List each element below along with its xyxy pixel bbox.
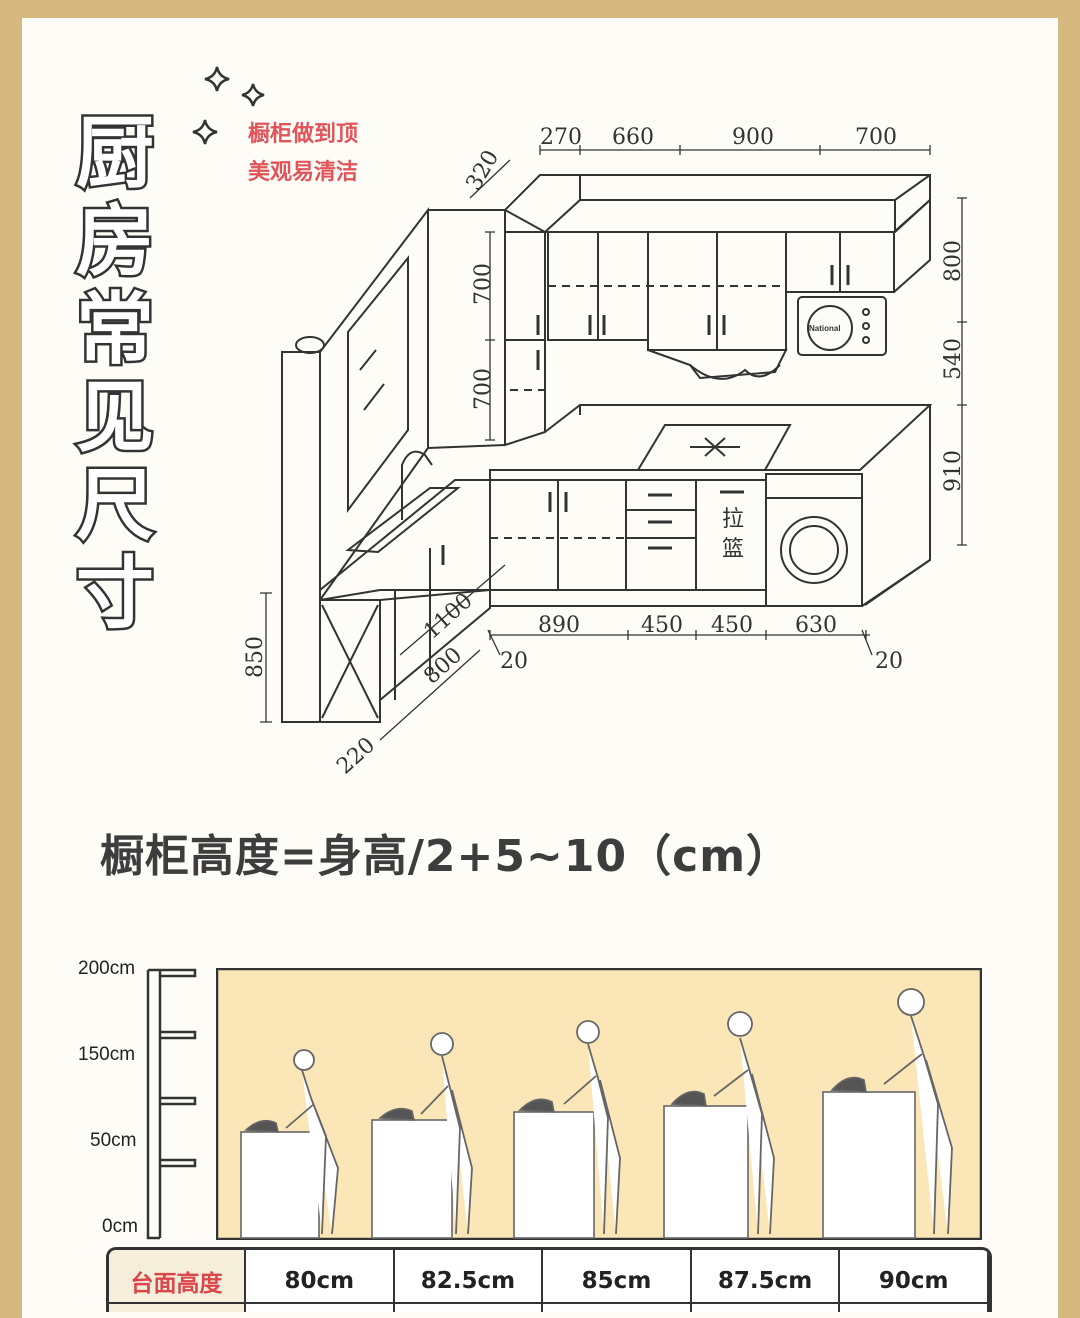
title-char: 房 [73, 196, 156, 289]
table-cell: 82.5cm [395, 1250, 544, 1312]
dim-630: 630 [795, 613, 837, 638]
counter-90 [822, 1091, 916, 1239]
table-cell: 90cm [840, 1250, 989, 1312]
dim-450-a: 450 [641, 613, 683, 638]
sparkle-icon [241, 83, 265, 107]
title-char: 寸 [73, 548, 156, 641]
vertical-title: 厨 房 常 见 尺 寸 [60, 108, 170, 641]
table-cell: 80cm [246, 1250, 395, 1312]
dim-700-upper: 700 [471, 263, 496, 305]
dim-20-right: 20 [875, 649, 903, 674]
note-line-2: 美观易清洁 [248, 160, 359, 185]
table-header-cell: 台面高度 [109, 1250, 246, 1312]
dim-850: 850 [243, 636, 268, 678]
table-cell: 87.5cm [692, 1250, 841, 1312]
drawer-label-2: 篮 [722, 537, 744, 562]
microwave-brand: National [809, 324, 841, 333]
kitchen-diagram: 270 660 900 700 320 800 540 910 700 700 … [243, 125, 967, 779]
sparkle-icon [204, 66, 230, 92]
dim-910: 910 [941, 450, 966, 492]
title-char: 见 [73, 372, 156, 465]
sparkle-icon [192, 119, 218, 145]
dim-800: 800 [941, 240, 966, 282]
drawer-label-1: 拉 [722, 507, 744, 532]
title-char: 厨 [73, 108, 156, 201]
counter-85 [513, 1111, 595, 1239]
sparkle-icons [192, 66, 265, 145]
axis-label-150: 150cm [78, 1044, 136, 1065]
axis-label-50: 50cm [90, 1130, 137, 1151]
dim-660: 660 [612, 125, 654, 150]
table-row-divider [109, 1302, 989, 1304]
dim-900: 900 [732, 125, 774, 150]
axis-label-200: 200cm [78, 958, 136, 979]
dim-700-top: 700 [855, 125, 897, 150]
note-line-1: 橱柜做到顶 [248, 122, 359, 147]
title-char: 常 [73, 284, 156, 377]
counter-82-5 [371, 1119, 453, 1239]
title-char: 尺 [73, 460, 156, 553]
counter-87-5 [663, 1105, 749, 1239]
cabinet-height-formula: 橱柜高度=身高/2+5~10（cm） [100, 831, 792, 882]
counter-80 [240, 1131, 320, 1239]
dim-890: 890 [538, 613, 580, 638]
dim-540: 540 [941, 338, 966, 380]
axis-label-0: 0cm [102, 1216, 138, 1237]
counter-height-table: 台面高度 80cm 82.5cm 85cm 87.5cm 90cm [106, 1247, 992, 1312]
dim-270: 270 [540, 125, 582, 150]
dim-700-lower: 700 [471, 368, 496, 410]
dim-450-b: 450 [711, 613, 753, 638]
table-cell: 85cm [543, 1250, 692, 1312]
height-figures-panel [216, 968, 982, 1240]
dim-20-left: 20 [500, 649, 528, 674]
